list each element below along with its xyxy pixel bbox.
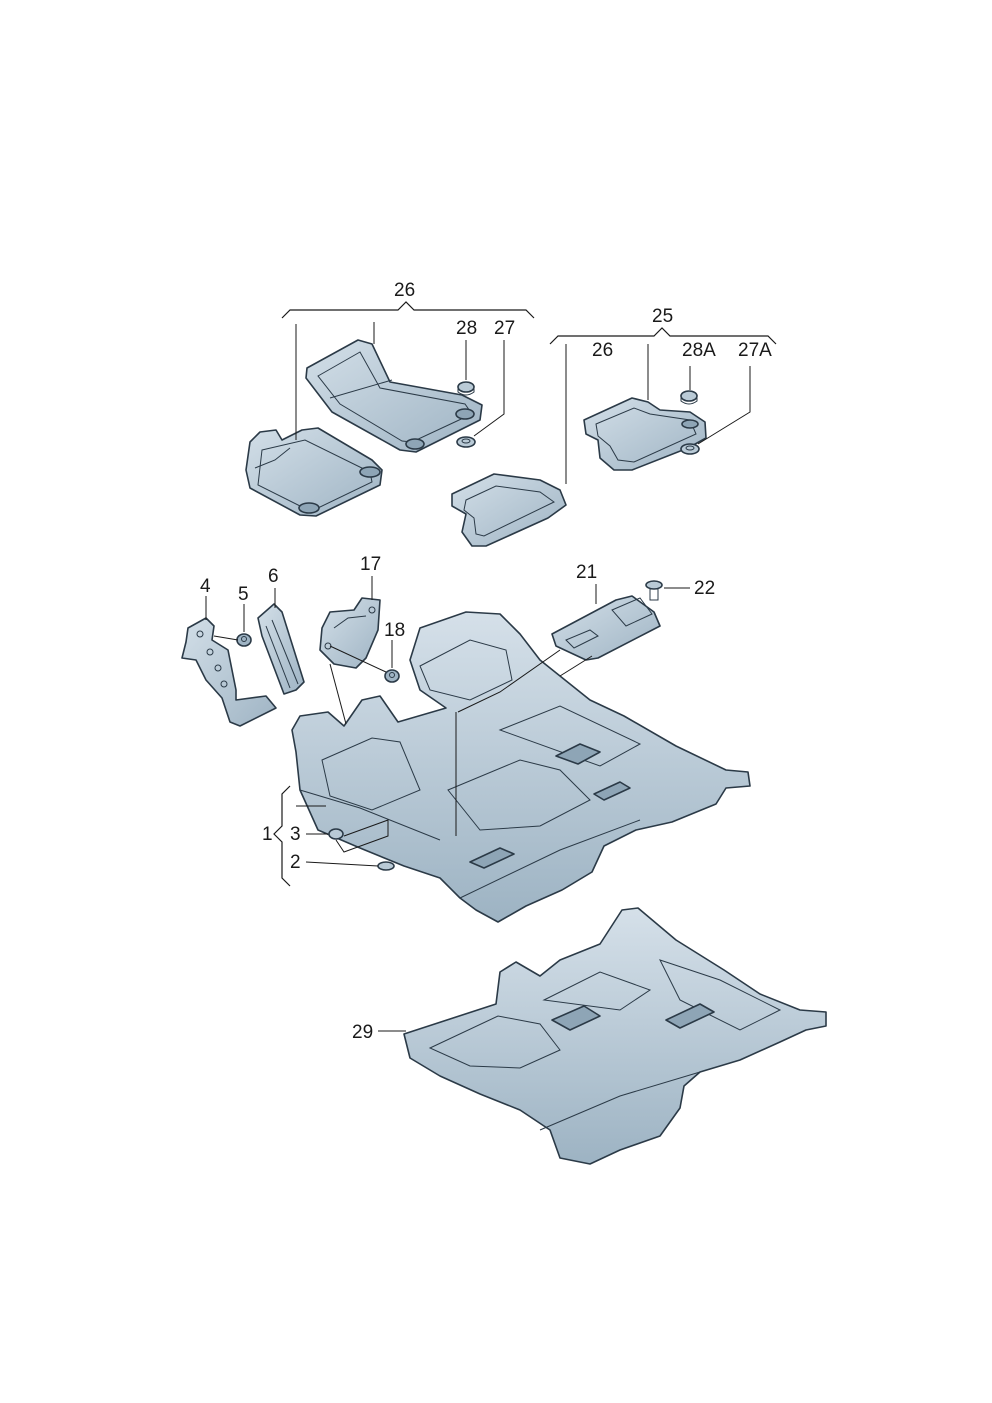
label-6: 6 — [268, 566, 279, 587]
clip-3 — [328, 828, 344, 840]
clip-28 — [457, 381, 475, 396]
callout-labels: 26 28 27 25 26 28A 27A 4 5 6 17 18 21 22… — [200, 280, 772, 1043]
rear-left-mat — [451, 473, 567, 547]
label-27: 27 — [494, 318, 515, 339]
cover-21 — [551, 595, 661, 661]
label-28a: 28A — [682, 340, 716, 361]
clip-28a — [680, 390, 698, 405]
rear-right-mat — [583, 397, 707, 471]
nut-18 — [384, 669, 400, 683]
label-4: 4 — [200, 576, 211, 597]
label-2: 2 — [290, 852, 301, 873]
heel-pad-17 — [319, 597, 381, 669]
label-3: 3 — [290, 824, 301, 845]
carpet-main-1 — [291, 611, 751, 923]
label-29: 29 — [352, 1022, 373, 1043]
label-27a: 27A — [738, 340, 772, 361]
clip-2 — [377, 861, 395, 871]
clip-27a — [680, 443, 700, 455]
label-26-set: 26 — [592, 340, 613, 361]
label-1: 1 — [262, 824, 273, 845]
leader-lines — [205, 301, 777, 1032]
label-17: 17 — [360, 554, 381, 575]
label-22: 22 — [694, 578, 715, 599]
label-25: 25 — [652, 306, 673, 327]
label-21: 21 — [576, 562, 597, 583]
carpet-29 — [403, 907, 827, 1165]
label-5: 5 — [238, 584, 249, 605]
clip-27 — [456, 436, 476, 448]
nut-5 — [236, 633, 252, 647]
label-28: 28 — [456, 318, 477, 339]
label-26: 26 — [394, 280, 415, 301]
pedal-cover-6 — [257, 603, 305, 695]
label-18: 18 — [384, 620, 405, 641]
screw-22 — [645, 580, 663, 601]
front-right-mat — [305, 339, 483, 453]
bracket-4 — [181, 617, 277, 727]
front-left-mat — [245, 427, 383, 517]
